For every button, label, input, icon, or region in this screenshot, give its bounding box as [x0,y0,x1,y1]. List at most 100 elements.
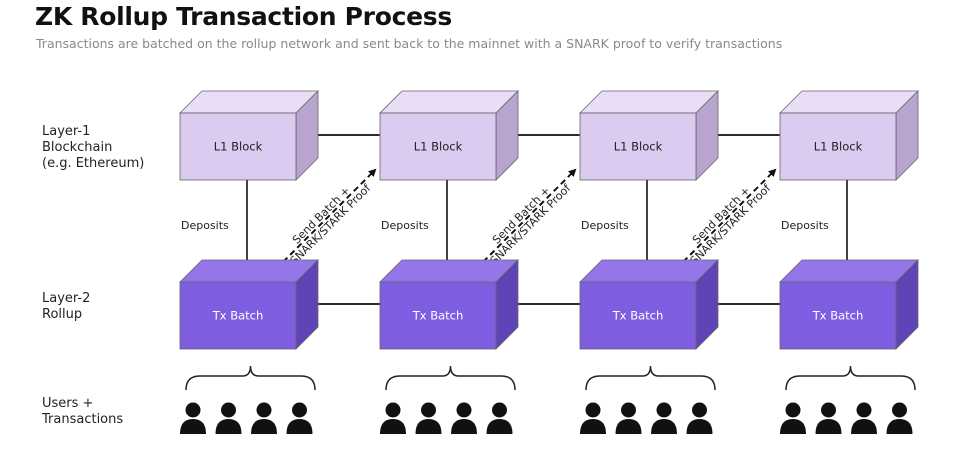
user-icon-body [251,419,277,434]
layer2-label: Layer-2 Rollup [42,291,90,323]
l1-block-label: L1 Block [414,140,463,154]
send-batch-proof-arrow [475,168,577,270]
l1-block: L1 Block [579,90,719,181]
user-icon [415,402,442,434]
user-icon-body [486,419,513,434]
user-icon [651,402,677,434]
user-icon [486,402,513,434]
user-icon [851,402,877,434]
user-icon [580,402,606,434]
user-icon-head [256,402,272,418]
l1-block: L1 Block [379,90,519,181]
user-icon-head [621,402,636,418]
tx-batch: Tx Batch [779,259,919,350]
l1-block: L1 Block [779,90,919,181]
send-batch-label-line: SNARK/STARK Proof [288,181,374,267]
user-group-brace [785,365,916,391]
tx-batch: Tx Batch [179,259,319,350]
user-icon [180,402,206,434]
deposits-label: Deposits [381,219,429,232]
tx-batch-top [179,259,319,283]
user-icon-body [780,419,806,434]
tx-batch-top [779,259,919,283]
user-icon [451,402,477,434]
user-icon-body [380,419,406,434]
l1-block-front [379,112,497,181]
layer1-label-line: Blockchain [42,140,113,155]
send-batch-label-line: SNARK/STARK Proof [488,181,574,267]
user-icon-body [415,419,442,434]
users-label-line: Users + [42,396,94,411]
user-group-brace [585,365,716,391]
tx-batch-top [579,259,719,283]
l1-block: L1 Block [179,90,319,181]
send-batch-proof-arrow [675,168,777,270]
tx-batch-label: Tx Batch [812,309,864,323]
user-icon-body [851,419,877,434]
user-group-brace [385,365,516,391]
send-batch-label: Send Batch +SNARK/STARK Proof [688,181,774,267]
tx-batch: Tx Batch [579,259,719,350]
user-icon-head [892,402,907,418]
user-icon [286,402,313,434]
user-icon-body [286,419,313,434]
user-icon-head [785,402,801,418]
deposits-label: Deposits [781,219,829,232]
user-icon-body [615,419,642,434]
l1-block-label: L1 Block [814,140,863,154]
user-icon-head [385,402,401,418]
user-icon-body [215,419,242,434]
user-icon-body [886,419,913,434]
layer2-label-line: Layer-2 [42,291,91,306]
send-batch-label: Send Batch +SNARK/STARK Proof [288,181,374,267]
tx-batch-label: Tx Batch [412,309,464,323]
user-icon-head [292,402,307,418]
user-icon-head [821,402,836,418]
user-icon-body [686,419,713,434]
l1-block-front [179,112,297,181]
user-icon [815,402,842,434]
send-batch-proof-arrow [275,168,377,270]
users-label: Users + Transactions [42,396,123,428]
user-icon [215,402,242,434]
l1-block-front [579,112,697,181]
l1-block-front [779,112,897,181]
user-icon-head [221,402,236,418]
tx-batch-front [179,281,297,350]
user-icon-head [421,402,436,418]
layer1-label-line: (e.g. Ethereum) [42,156,145,171]
user-icon-body [180,419,206,434]
page-subtitle: Transactions are batched on the rollup n… [36,36,783,51]
user-icon [686,402,713,434]
tx-batch-top [379,259,519,283]
layer1-label: Layer-1 Blockchain (e.g. Ethereum) [42,124,144,172]
l1-block-top [179,90,319,114]
user-icon [615,402,642,434]
layer2-label-line: Rollup [42,307,83,322]
user-icon-body [451,419,477,434]
user-icon-head [656,402,672,418]
l1-block-top [579,90,719,114]
l1-block-label: L1 Block [614,140,663,154]
user-icon [780,402,806,434]
user-icon-head [585,402,601,418]
user-icon-body [580,419,606,434]
tx-batch-label: Tx Batch [212,309,264,323]
layer1-label-line: Layer-1 [42,124,91,139]
user-icon-head [492,402,507,418]
send-batch-label-line: SNARK/STARK Proof [688,181,774,267]
tx-batch-front [779,281,897,350]
user-icon-head [185,402,201,418]
users-label-line: Transactions [42,412,124,427]
page-title: ZK Rollup Transaction Process [35,2,452,31]
user-icon-body [651,419,677,434]
l1-block-label: L1 Block [214,140,263,154]
user-icon [380,402,406,434]
user-icon-body [815,419,842,434]
tx-batch-front [579,281,697,350]
user-icon-head [692,402,707,418]
l1-block-top [379,90,519,114]
user-icon-head [456,402,472,418]
tx-batch: Tx Batch [379,259,519,350]
